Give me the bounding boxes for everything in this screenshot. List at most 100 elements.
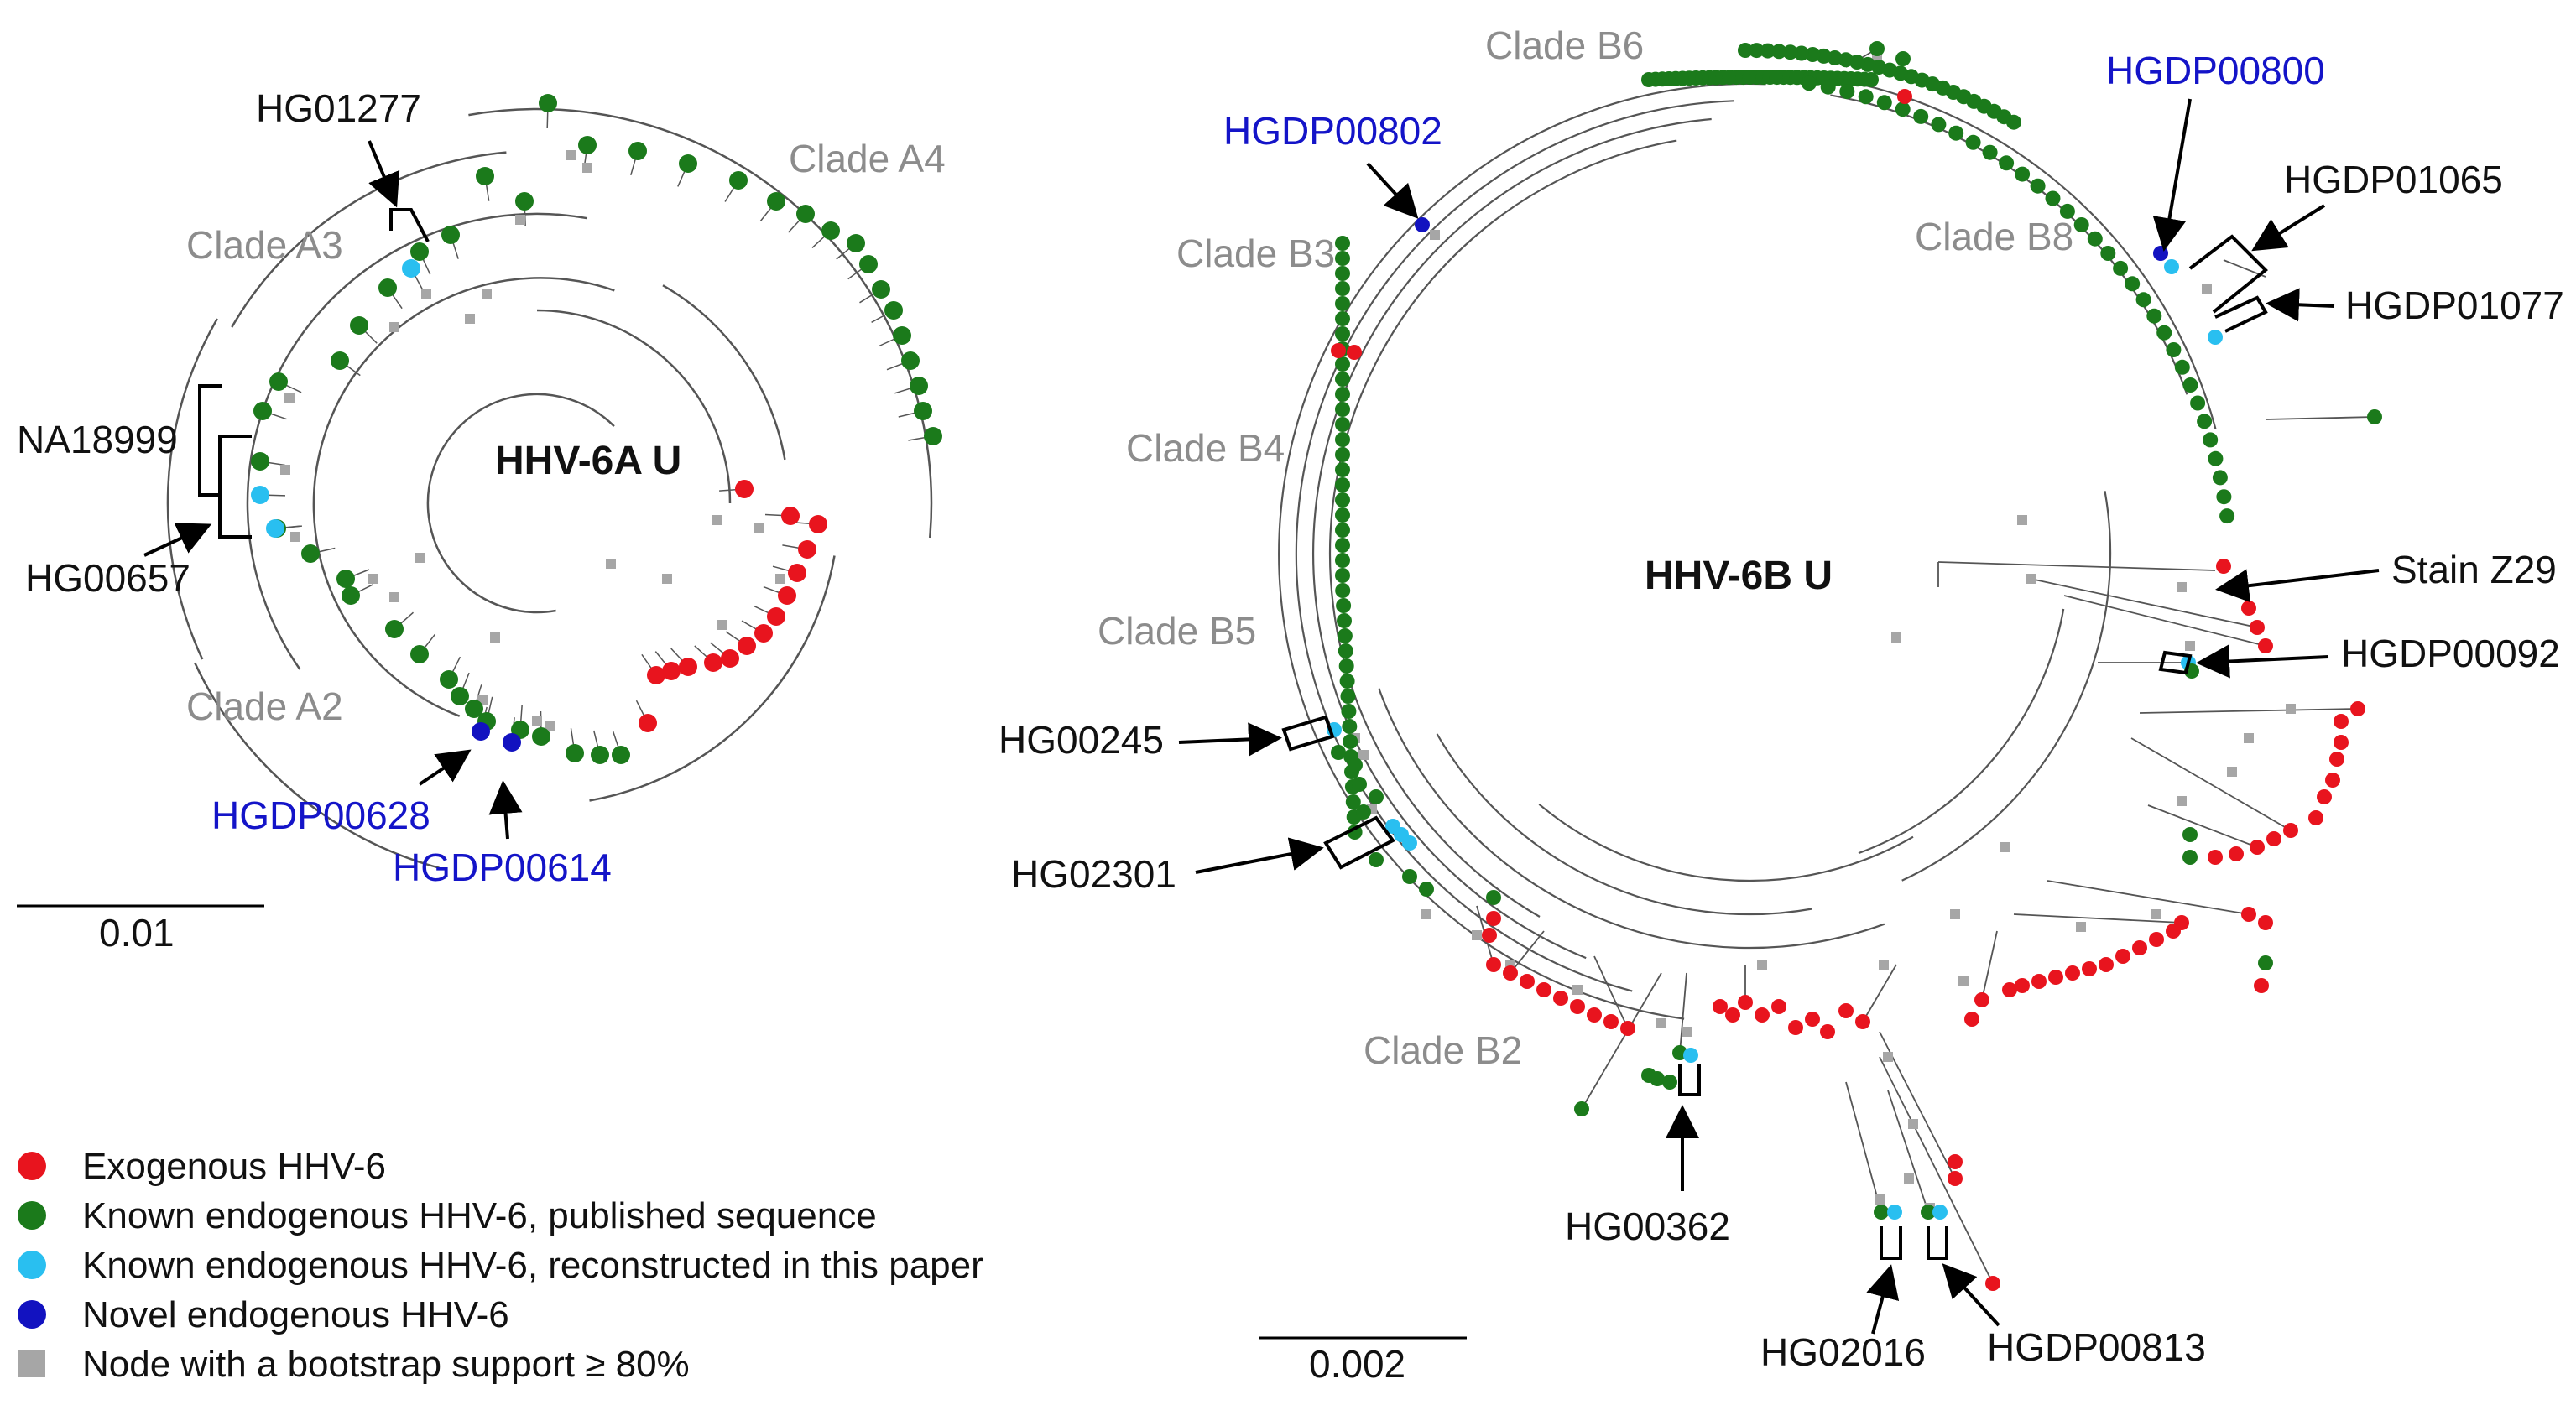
label-hgdp00628: HGDP00628 [211, 794, 430, 837]
tree-tip [2208, 330, 2223, 345]
tree-branch [1510, 930, 1545, 974]
tree-tip [2059, 203, 2075, 219]
tree-tip [2208, 450, 2224, 466]
bootstrap-node [368, 574, 378, 584]
tree-tip [1738, 995, 1753, 1010]
tree-tip [2219, 508, 2235, 524]
tree-branch [246, 212, 588, 670]
tree-tip [1838, 1003, 1854, 1018]
bootstrap-node [389, 322, 399, 332]
tree-tip [1335, 477, 1350, 492]
tree-tip [778, 586, 796, 605]
tree-tip [1345, 794, 1361, 809]
tree-tip [1337, 613, 1352, 628]
label-hgdp01077: HGDP01077 [2345, 284, 2564, 327]
tree-tip [1948, 1154, 1963, 1169]
tree-tip [788, 564, 806, 582]
tree-tip [2048, 970, 2063, 985]
tree-tip [767, 192, 785, 211]
tree-tip [1948, 125, 1964, 141]
bracket-hg01277 [389, 208, 430, 242]
tree-branch [1887, 1090, 1929, 1213]
tree-tip [1335, 538, 1350, 553]
tree-tip [1335, 296, 1350, 311]
tree-tip [269, 372, 288, 391]
tree-tip [1419, 882, 1434, 897]
tree-tip [1331, 343, 1346, 358]
tree-tip [1482, 928, 1497, 943]
tree-branch [2063, 595, 2266, 647]
tree-tip [1620, 1021, 1635, 1036]
legend-item: Known endogenous HHV-6, published sequen… [18, 1195, 877, 1236]
legend-swatch-circle [18, 1251, 46, 1279]
label-hgdp00614: HGDP00614 [393, 846, 612, 889]
tree-tip [253, 402, 272, 420]
tree-tip [1335, 417, 1350, 432]
bootstrap-node [2026, 574, 2036, 584]
tree-tip [859, 255, 878, 273]
tree-tip [2283, 823, 2298, 838]
tree-tip [1771, 44, 1787, 60]
tree-branch [1845, 1081, 1882, 1213]
bootstrap-node [606, 559, 616, 569]
tree-tip [342, 586, 360, 605]
tree-branch [194, 662, 440, 869]
tree-tip [754, 624, 773, 643]
bootstrap-node [1904, 1173, 1914, 1184]
tree-tip [1820, 1024, 1835, 1039]
hhv6b-annotations [1178, 98, 2380, 1335]
clade-b8-label: Clade B8 [1915, 215, 2073, 258]
tree-tip [1335, 492, 1350, 507]
tree-tip [1793, 45, 1809, 61]
tree-tip [2266, 831, 2281, 846]
bootstrap-node [2151, 909, 2161, 919]
tree-tip [1335, 432, 1350, 447]
tree-tip [1338, 658, 1354, 674]
tree-tip [336, 570, 355, 588]
tree-tip [1369, 789, 1384, 804]
tree-tip [2132, 940, 2147, 955]
tree-tip [628, 142, 647, 160]
tree-tip [515, 192, 534, 211]
tree-tip [440, 670, 458, 689]
tree-tip [781, 507, 800, 525]
bootstrap-node [2017, 515, 2027, 525]
tree-tip [1874, 1205, 1889, 1220]
tree-tip [796, 205, 815, 223]
tree-tip [1335, 568, 1350, 583]
bootstrap-node [1958, 976, 1969, 986]
tree-tip [679, 658, 697, 676]
tree-tip [410, 645, 429, 663]
scale-bar-left: 0.01 [17, 904, 264, 955]
tree-tip [1683, 1048, 1698, 1063]
tree-tip [924, 427, 942, 445]
bootstrap-node [662, 574, 672, 584]
tree-tip [2113, 260, 2129, 276]
bootstrap-node [421, 289, 431, 299]
tree-tip [1336, 598, 1352, 613]
tree-branch [662, 284, 786, 461]
tree-branch [2147, 804, 2258, 848]
tree-branch [2130, 737, 2292, 831]
tree-tip [2099, 957, 2114, 972]
tree-tip [1876, 95, 1892, 111]
tree-tip [612, 746, 630, 764]
bracket-hg00657 [218, 435, 252, 539]
tree-tip [2216, 559, 2231, 574]
tree-branch [1378, 688, 1885, 950]
label-hg02016: HG02016 [1760, 1330, 1926, 1374]
bootstrap-node [1656, 1018, 1666, 1028]
tree-tip [2229, 846, 2244, 861]
tree-branch [312, 277, 615, 717]
legend-label: Known endogenous HHV-6, published sequen… [82, 1195, 877, 1236]
tree-tip [821, 221, 840, 240]
tree-tip [402, 259, 420, 278]
tree-tip [1335, 281, 1350, 296]
hhv6a-annotations [143, 140, 523, 840]
tree-tip [1887, 1205, 1902, 1220]
legend-label: Novel endogenous HHV-6 [82, 1294, 509, 1335]
bracket-hgdp00092 [2158, 650, 2193, 675]
tree-tip [767, 607, 785, 626]
tree-tip [2317, 789, 2332, 804]
